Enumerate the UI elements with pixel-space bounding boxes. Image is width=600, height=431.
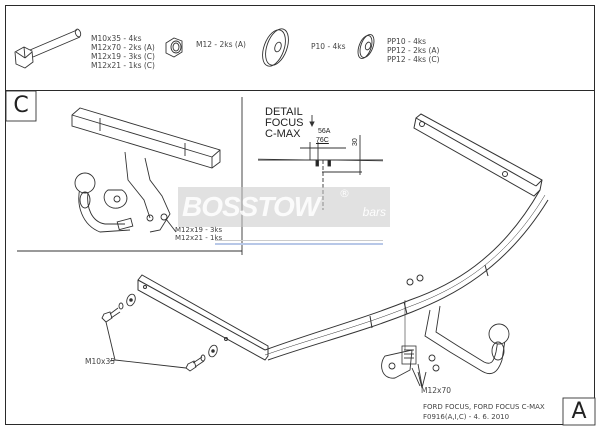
variant-c-badge: C [13, 93, 29, 118]
detail-title-line: C-MAX [265, 128, 301, 140]
drawing-panel [5, 90, 595, 425]
variant-c-hitch [71, 107, 221, 233]
watermark-suffix: bars [362, 205, 386, 219]
watermark-registered: ® [339, 187, 350, 200]
vehicle-name: FORD FOCUS, FORD FOCUS C-MAX [423, 403, 545, 411]
watermark-brand: BOSSTOW [182, 191, 320, 222]
main-hitch-neck [381, 300, 510, 387]
bolt-spec-line: M12x19 - 3ks (C) [91, 52, 155, 61]
side-bolt-callout: M10x35 [85, 357, 115, 366]
detail-title-line: FOCUS [265, 117, 304, 129]
washer-spec-line: P10 - 4ks [311, 42, 346, 51]
variant-c-bolt-callout: M12x19 - 3ks M12x21 - 1ks [175, 226, 222, 242]
detail-title-line: DETAIL [265, 106, 303, 118]
detail-title: DETAIL FOCUS C-MAX [265, 107, 304, 140]
watermark-underline-2 [215, 240, 383, 241]
variant-a-badge-box [562, 397, 596, 426]
variant-c-badge-box [5, 90, 37, 122]
side-bolts [101, 293, 218, 372]
watermark-underline [215, 243, 383, 245]
dimension-30: 30 [352, 138, 359, 146]
hitch-bolt-callout: M12x70 [421, 386, 451, 395]
detail-dimension-diagram [257, 115, 384, 210]
hex-bolt-icon [14, 28, 82, 69]
hex-nut-icon [165, 37, 183, 58]
nut-spec-line: M12 - 2ks (A) [196, 40, 246, 49]
main-crossbar [137, 113, 549, 361]
variant-a-badge: A [571, 399, 587, 424]
drawing-code-date: F0916(A,I,C) - 4. 6. 2010 [423, 413, 510, 421]
callout-line: M12x21 - 1ks [175, 234, 223, 242]
flat-washer-icon [262, 28, 289, 67]
dimension-56a: 56A [318, 128, 331, 135]
bolt-spec-line: M12x70 - 2ks (A) [91, 43, 155, 52]
dimension-76c: 76C [316, 137, 329, 144]
spring-washer-spec-line: PP10 - 4ks [387, 37, 427, 46]
bosstow-watermark: BOSSTOW ® bars [178, 187, 390, 227]
bolt-spec-line: M12x21 - 1ks (C) [91, 61, 155, 70]
spring-washer-spec-list: PP10 - 4ks PP12 - 2ks (A) PP12 - 4ks (C) [387, 37, 440, 64]
bolt-spec-list: M10x35 - 4ks M12x70 - 2ks (A) M12x19 - 3… [91, 34, 155, 70]
spring-washer-spec-line: PP12 - 4ks (C) [387, 55, 440, 64]
bolt-spec-line: M10x35 - 4ks [91, 34, 142, 43]
title-block-text: FORD FOCUS, FORD FOCUS C-MAX F0916(A,I,C… [423, 402, 545, 422]
washer-spec: P10 - 4ks [311, 42, 346, 51]
callout-line: M12x19 - 3ks [175, 226, 223, 234]
spring-washer-icon [357, 34, 375, 59]
nut-spec: M12 - 2ks (A) [196, 40, 246, 49]
spring-washer-spec-line: PP12 - 2ks (A) [387, 46, 440, 55]
